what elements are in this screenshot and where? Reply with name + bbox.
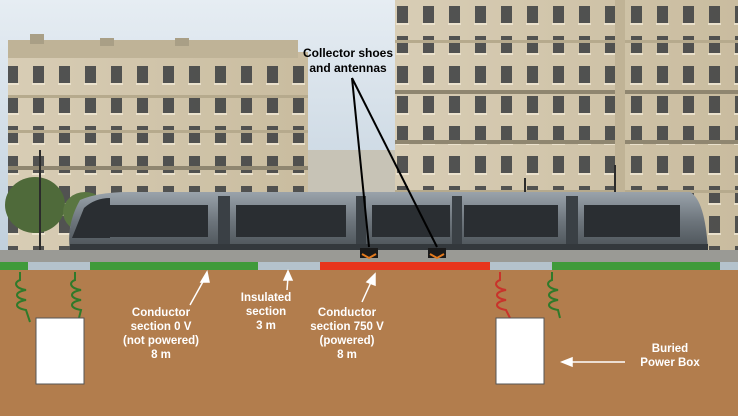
section-0v-line-2: section 0 V [130, 321, 192, 333]
collector-line-2: and antennas [309, 61, 387, 75]
collector-shoes [360, 248, 446, 260]
coil-4 [547, 272, 561, 319]
section-0v-line-1: Conductor [131, 307, 191, 319]
coil-3 [495, 272, 511, 319]
coil-1 [15, 272, 31, 323]
collector-shoes-label: Collector shoes and antennas [278, 46, 418, 76]
section-0v-line-4: 8 m [151, 349, 171, 361]
section-0v-label: Conductor section 0 V (not powered) 8 m [106, 306, 216, 362]
unpowered-section [90, 262, 258, 270]
section-750v-line-1: Conductor [317, 307, 377, 319]
powered-section [320, 262, 490, 270]
power-box-1 [35, 317, 85, 385]
section-750v-line-4: 8 m [337, 349, 357, 361]
insulated-line-3: 3 m [256, 320, 276, 332]
power-box-label: Buried Power Box [620, 342, 720, 370]
collector-pointers [351, 77, 438, 248]
tree-left [5, 177, 65, 233]
collector-line-1: Collector shoes [302, 46, 394, 60]
power-box-2 [495, 317, 545, 385]
insulated-label: Insulated section 3 m [226, 291, 306, 333]
insulated-section-4 [720, 262, 738, 270]
coil-2 [70, 272, 83, 323]
insulated-line-1: Insulated [240, 292, 292, 304]
section-750v-line-3: (powered) [319, 335, 375, 347]
power-box-line-1: Buried [651, 343, 689, 355]
coils [15, 272, 561, 323]
section-750v-label: Conductor section 750 V (powered) 8 m [292, 306, 402, 362]
unpowered-section-left-edge [0, 262, 28, 270]
left-building [8, 34, 308, 262]
label-arrows [189, 269, 625, 368]
section-750v-line-2: section 750 V [310, 321, 384, 333]
insulated-section-2 [258, 262, 320, 270]
section-0v-line-3: (not powered) [122, 335, 200, 347]
conductor-rail [0, 262, 738, 270]
insulated-section-1 [28, 262, 90, 270]
unpowered-section-right [552, 262, 720, 270]
insulated-line-2: section [245, 306, 287, 318]
tram [69, 192, 709, 250]
insulated-section-3 [490, 262, 552, 270]
power-box-line-2: Power Box [640, 357, 700, 369]
